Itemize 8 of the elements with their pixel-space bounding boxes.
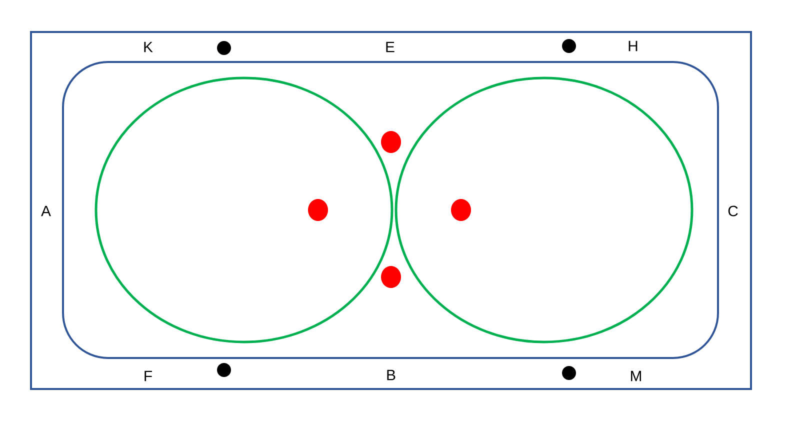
point-label: F: [144, 370, 152, 382]
point-label: C: [728, 206, 738, 216]
point-label: K: [144, 42, 153, 52]
point-label: H: [628, 40, 638, 52]
point-label: A: [41, 206, 51, 216]
point-label: E: [386, 42, 394, 52]
point-label: B: [387, 370, 396, 380]
point-label: M: [631, 370, 641, 382]
